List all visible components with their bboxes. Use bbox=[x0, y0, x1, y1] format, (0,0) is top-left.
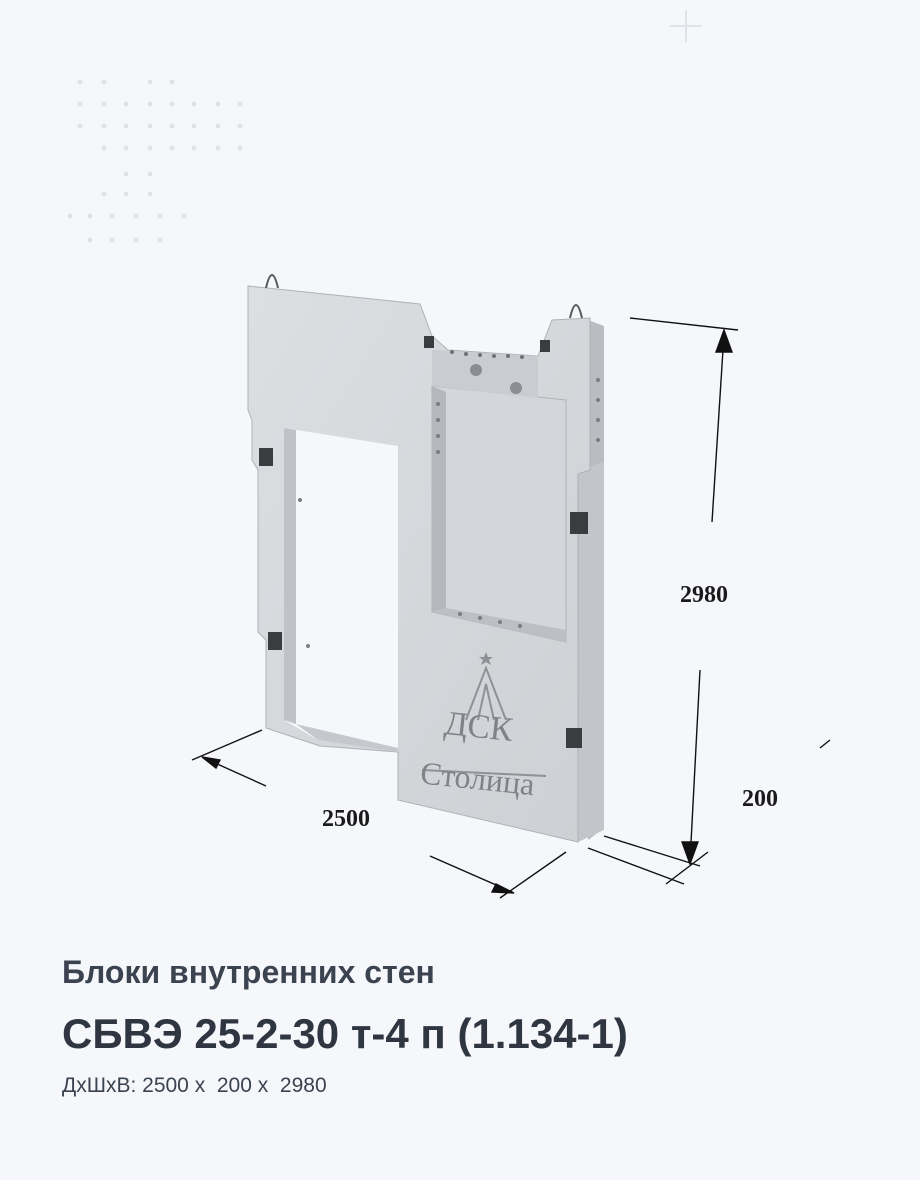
plus-icon bbox=[670, 10, 702, 42]
dimension-width-label: 2500 bbox=[322, 806, 370, 832]
product-caption: Блоки внутренних стен СБВЭ 25-2-30 т-4 п… bbox=[62, 950, 882, 1100]
decorative-dots bbox=[67, 79, 243, 243]
window-recess bbox=[431, 385, 567, 643]
logo-text-dsk: ДСК bbox=[443, 705, 515, 749]
dsk-stolitsa-logo bbox=[421, 652, 547, 777]
dimension-depth-label: 200 bbox=[742, 786, 778, 812]
product-dimensions: ДхШхВ: 2500 х 200 х 2980 bbox=[62, 1074, 327, 1097]
concrete-wall-block-icon: ДСК Столица bbox=[191, 274, 831, 899]
dimension-height-label: 2980 bbox=[680, 582, 728, 608]
product-title: СБВЭ 25-2-30 т-4 п (1.134-1) bbox=[62, 1010, 628, 1057]
category-title: Блоки внутренних стен bbox=[62, 954, 435, 990]
door-opening bbox=[284, 428, 398, 752]
dimension-lines bbox=[191, 317, 831, 899]
